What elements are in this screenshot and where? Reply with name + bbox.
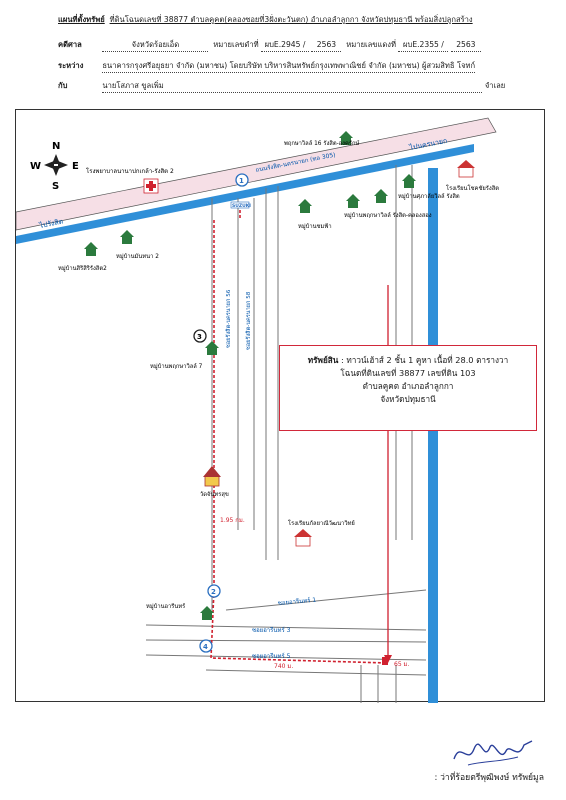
canal-main xyxy=(16,144,474,244)
svg-text:2: 2 xyxy=(211,588,216,596)
compass-w: W xyxy=(30,161,41,172)
compass-s: S xyxy=(52,181,59,192)
village-arin-label: หมู่บ้านอารีนทร์ xyxy=(146,602,185,610)
signature-image xyxy=(453,740,533,766)
house-icon xyxy=(402,174,416,188)
hospital-label: โรงพยาบาลนานาปกเกล้า-รังสิต 2 xyxy=(86,167,174,175)
black-number: ผบE.2945 / xyxy=(261,39,310,52)
village-p7-label: หมู่บ้านพฤกษาวิลล์ 7 xyxy=(150,362,203,370)
property-marker xyxy=(382,657,388,665)
defendant-suffix: จำเลย xyxy=(484,81,506,90)
plaintiff-text: ธนาคารกรุงศรีอยุธยา จำกัด (มหาชน) โดยบริ… xyxy=(102,60,476,73)
black-number-label: หมายเลขดำที่ xyxy=(213,40,259,49)
temple-icon xyxy=(203,466,221,487)
header-row-defendant: กับ นายโสภาส ขูลเพิ่ม จำเลย xyxy=(58,80,546,93)
school-top-label: โรงเรียนโชคชัยรังสิต xyxy=(446,184,499,192)
compass-n: N xyxy=(52,141,60,152)
arin5-label: ซอยอารีนทร์ 5 xyxy=(252,652,291,660)
distance-3: 65 ม. xyxy=(394,661,409,668)
suzuki-sign: SUZUKI xyxy=(232,203,251,209)
location-label: แผนที่ตั้งทรัพย์ xyxy=(58,15,105,24)
case-label: คดีศาล xyxy=(58,40,82,49)
school-icon xyxy=(294,529,312,547)
distance-2: 740 ม. xyxy=(274,663,293,670)
street-line xyxy=(205,669,427,676)
marker-1: 1 xyxy=(235,173,249,187)
defendant-name: นายโสภาส ขูลเพิ่ม xyxy=(102,80,483,93)
property-line1: : ทาวน์เฮ้าส์ 2 ชั้น 1 คูหา เนื้อที่ 28.… xyxy=(340,355,509,365)
soi58-label: ซอยรังสิต-นครนายก 58 xyxy=(245,291,252,350)
house-icon xyxy=(84,242,98,256)
svg-text:1: 1 xyxy=(239,177,244,185)
school-bottom-label: โรงเรียนกัลยาณีวัฒนาวิทย์ xyxy=(288,519,355,527)
main-road xyxy=(15,117,497,231)
village-siri-label: หมู่บ้านสิริสิริรังสิต2 xyxy=(58,264,107,272)
house-icon xyxy=(200,606,214,620)
location-text: ที่ดินโฉนดเลขที่ 38877 ตำบลคูคต(คลองซอยท… xyxy=(109,15,473,24)
village-nanthana-label: หมู่บ้านมันทนา 2 xyxy=(116,252,159,260)
court-name: จังหวัดร้อยเอ็ด xyxy=(102,39,209,52)
house-icon xyxy=(120,230,134,244)
street-line xyxy=(225,589,427,611)
header-row-parties: ระหว่าง ธนาคารกรุงศรีอยุธยา จำกัด (มหาชน… xyxy=(58,60,546,73)
property-info-box: ทรัพย์สิน : ทาวน์เฮ้าส์ 2 ชั้น 1 คูหา เน… xyxy=(279,345,537,431)
signer-name: : ว่าที่ร้อยตรีพุฒิพงษ์ ทรัพย์มูล xyxy=(434,773,544,783)
house-icon xyxy=(339,131,353,145)
street-line xyxy=(145,639,427,643)
red-year: 2563 xyxy=(450,39,481,52)
street-line xyxy=(145,624,427,631)
property-line2: โฉนดที่ดินเลขที่ 38877 เลขที่ดิน 103 xyxy=(340,368,476,378)
village-p-khlong-label: หมู่บ้านพฤกษาวิลล์ รังสิต-คลองสอง xyxy=(344,211,432,219)
canal-east xyxy=(428,168,438,703)
svg-text:3: 3 xyxy=(197,333,202,341)
marker-2: 2 xyxy=(207,584,221,598)
red-number-label: หมายเลขแดงที่ xyxy=(346,40,397,49)
property-line4: จังหวัดปทุมธานี xyxy=(380,394,436,404)
house-icon xyxy=(346,194,360,208)
marker-3: 3 xyxy=(193,329,207,343)
school-icon xyxy=(457,160,475,178)
house-icon xyxy=(205,341,219,355)
black-year: 2563 xyxy=(311,39,342,52)
house-icon xyxy=(374,189,388,203)
compass-icon: N S W E xyxy=(30,141,79,192)
arin3-label: ซอยอารีนทร์ 3 xyxy=(252,626,291,634)
header-row-location: แผนที่ตั้งทรัพย์ ที่ดินโฉนดเลขที่ 38877 … xyxy=(58,14,546,26)
header-row-case: คดีศาล จังหวัดร้อยเอ็ด หมายเลขดำที่ ผบE.… xyxy=(58,39,546,52)
arin1-label: ซอยอารีนทร์ 1 xyxy=(277,596,316,607)
marker-4: 4 xyxy=(199,639,213,653)
house-icon xyxy=(298,199,312,213)
distance-1: 1.95 กม. xyxy=(220,517,245,524)
svg-text:4: 4 xyxy=(203,643,208,651)
village-p16-label: พฤกษาวิลล์ 16 รังสิต-องครักษ์ xyxy=(284,139,359,147)
temple-label: วัดจันทรสุข xyxy=(200,490,229,498)
property-line3: ตำบลคูคต อำเภอลำลูกกา xyxy=(362,381,454,391)
route-path xyxy=(210,210,389,664)
red-number: ผบE.2355 / xyxy=(398,39,449,52)
property-title: ทรัพย์สิน xyxy=(307,355,339,365)
soi56-label: ซอยรังสิต-นครนายก 56 xyxy=(225,289,232,348)
village-suchawalai-label: หมู่บ้านศุภาลัยวิลล์ รังสิต xyxy=(398,192,460,200)
with-label: กับ xyxy=(58,81,68,90)
between-label: ระหว่าง xyxy=(58,61,84,70)
compass-e: E xyxy=(72,161,79,172)
street-line xyxy=(145,654,427,661)
village-chomfa-label: หมู่บ้านชมฟ้า xyxy=(298,223,332,230)
